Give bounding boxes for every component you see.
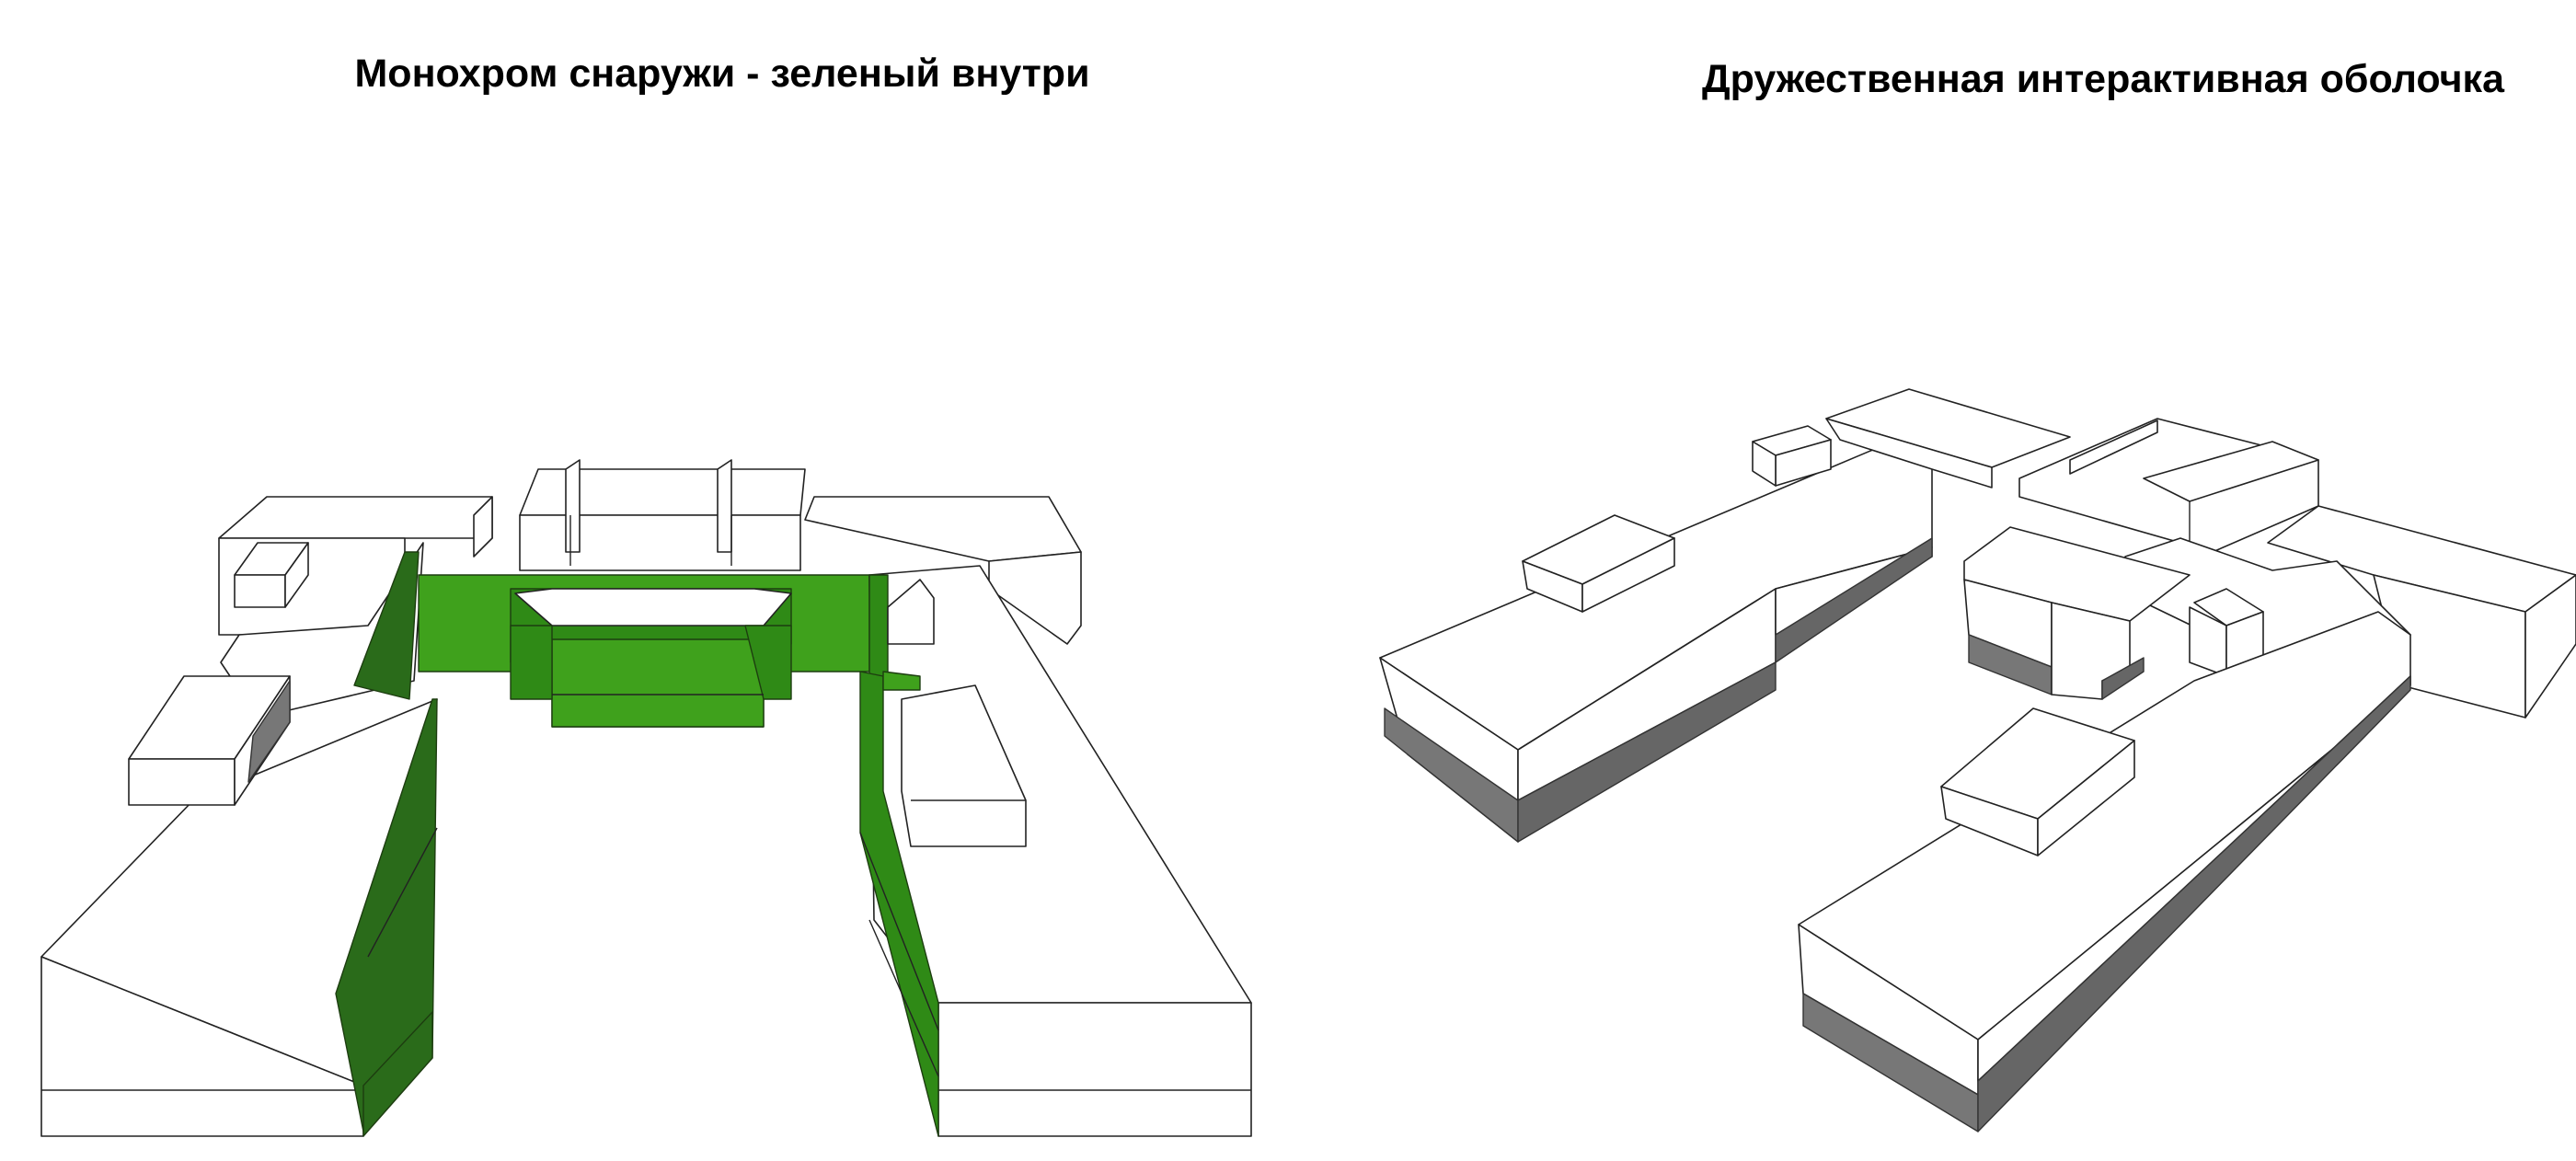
right-panel-title: Дружественная интерактивная оболочка bbox=[1702, 57, 2504, 101]
left-massing-model bbox=[40, 459, 1252, 1137]
right-front-bar-cube bbox=[1940, 707, 2135, 856]
right-back-right-blocks bbox=[2018, 418, 2319, 557]
right-small-cube-back bbox=[1752, 425, 1832, 487]
left-wing-cube bbox=[128, 675, 291, 806]
right-wing bbox=[859, 565, 1252, 1137]
right-back-block bbox=[1825, 388, 2071, 489]
left-panel-title: Монохром снаружи - зеленый внутри bbox=[354, 52, 1090, 96]
right-left-bar-cube bbox=[1522, 514, 1675, 613]
right-front-bar bbox=[1798, 611, 2411, 1132]
left-wing bbox=[40, 542, 438, 1137]
green-courtyard-back bbox=[418, 574, 870, 728]
right-wing-cubes bbox=[887, 579, 1027, 847]
right-massing-model bbox=[1379, 388, 2576, 1132]
back-centre-block bbox=[519, 459, 806, 571]
small-cube-back-left bbox=[234, 542, 309, 608]
right-left-bar bbox=[1379, 445, 1933, 843]
back-right-block bbox=[804, 496, 1082, 645]
